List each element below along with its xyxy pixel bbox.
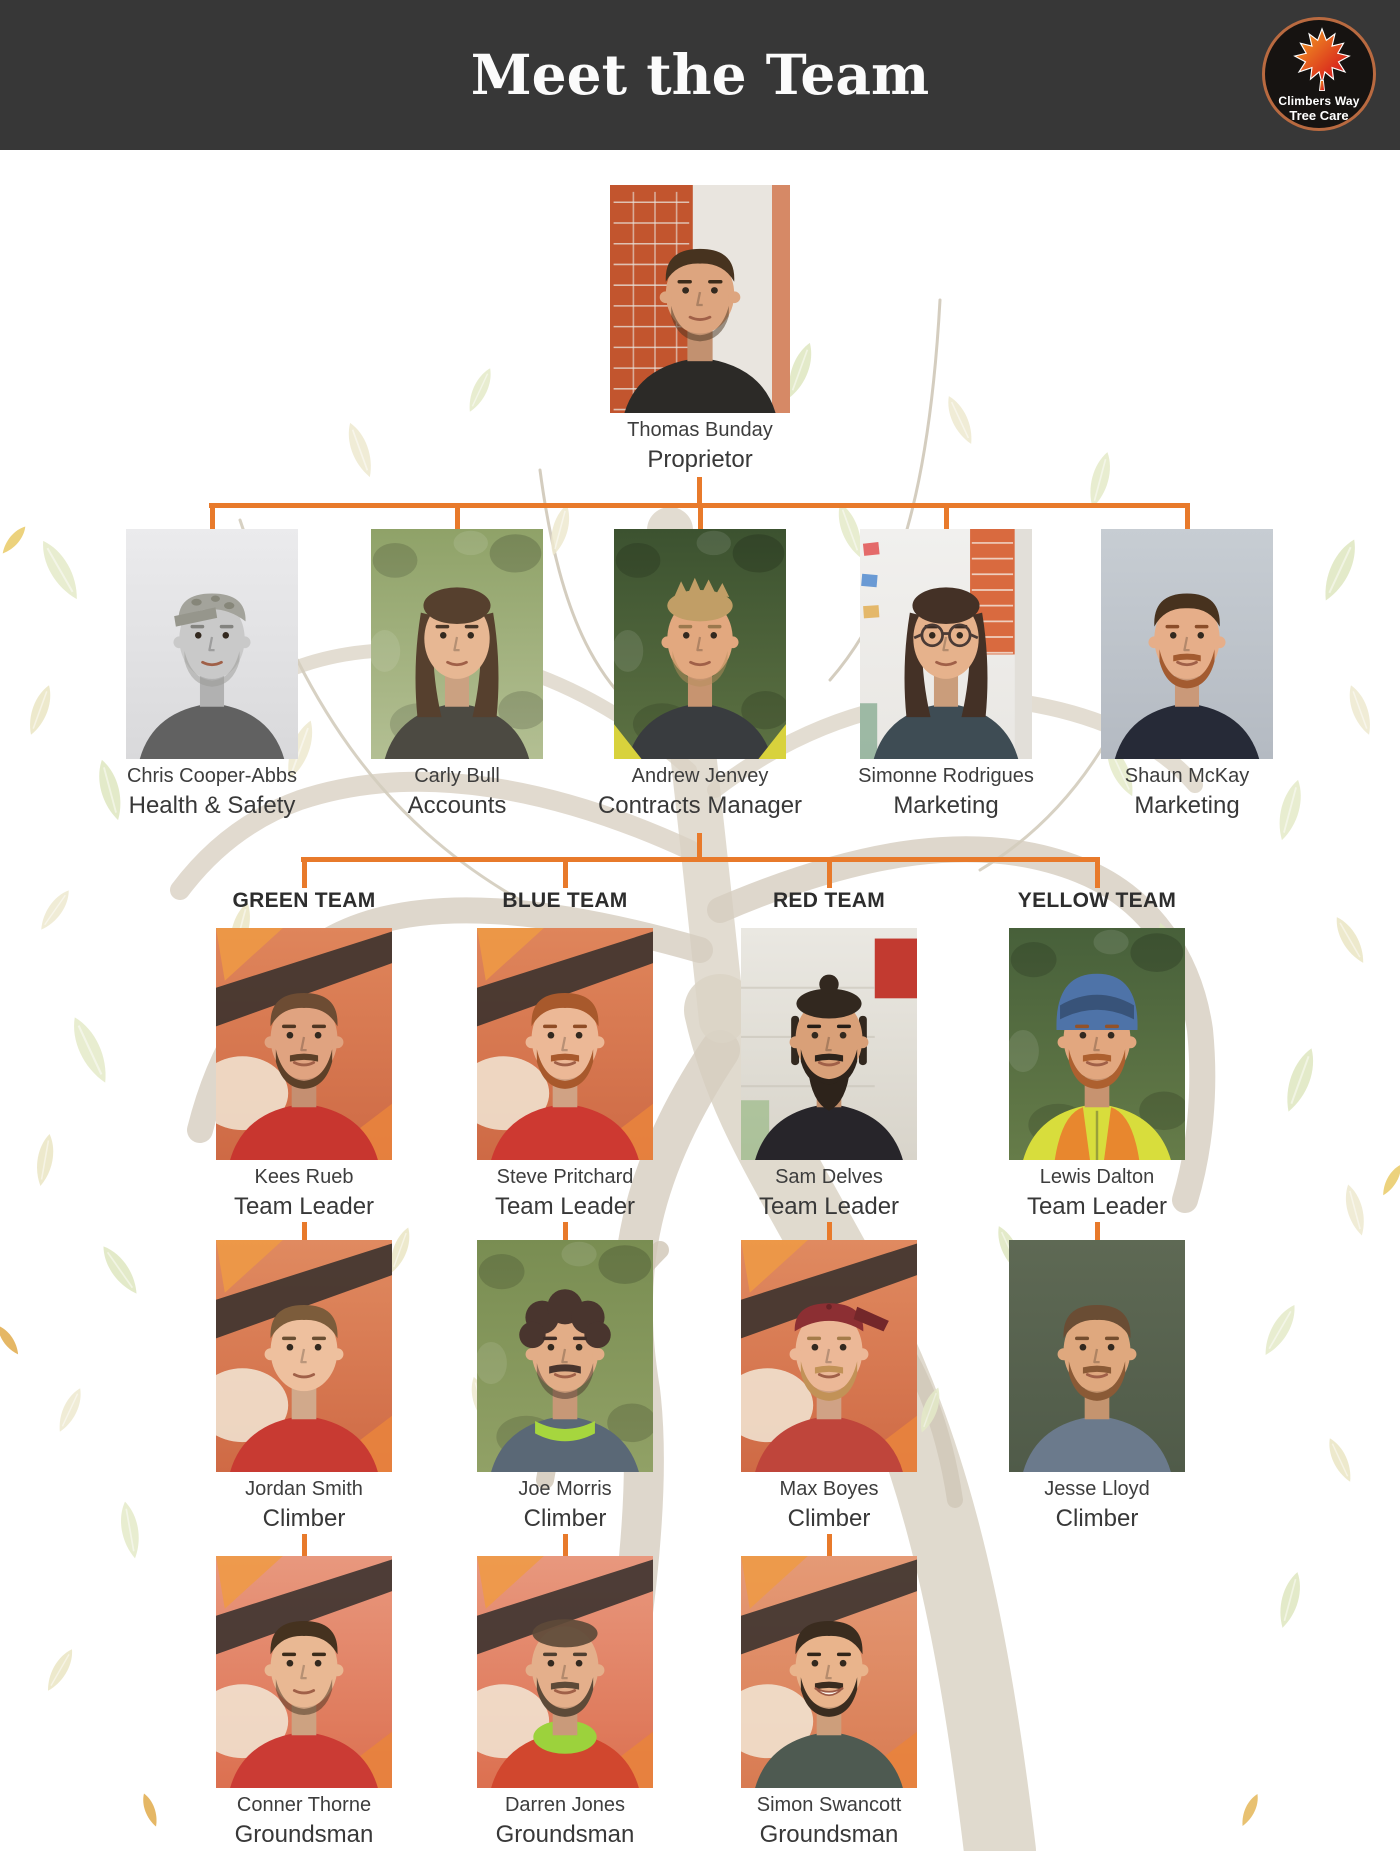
person-name: Jesse Lloyd — [1044, 1478, 1150, 1500]
team-header: RED TEAM — [772, 889, 886, 912]
person-role: Team Leader — [758, 1193, 900, 1220]
person-name: Max Boyes — [779, 1478, 879, 1500]
person-name: Sam Delves — [775, 1166, 883, 1188]
person-role: Team Leader — [233, 1193, 375, 1220]
person-name: Andrew Jenvey — [631, 765, 769, 787]
person-name: Steve Pritchard — [496, 1166, 634, 1188]
person-name: Kees Rueb — [254, 1166, 354, 1188]
person-photo — [741, 928, 917, 1160]
person-photo — [477, 1240, 653, 1472]
page-title: Meet the Team — [470, 42, 930, 107]
connector-line — [209, 503, 215, 532]
person-role: Contracts Manager — [597, 792, 803, 819]
connector-line — [301, 1222, 307, 1242]
connector-line — [301, 857, 307, 888]
connector-line — [1094, 857, 1100, 888]
team-header: YELLOW TEAM — [1017, 889, 1177, 912]
person-role: Proprietor — [647, 446, 753, 473]
person-role: Marketing — [893, 792, 999, 819]
person-photo — [216, 1240, 392, 1472]
team-header: BLUE TEAM — [502, 889, 628, 912]
person-name: Darren Jones — [504, 1794, 626, 1816]
connector-line — [1184, 503, 1190, 532]
connector-line — [826, 1222, 832, 1242]
header-bar: Meet the Team Climbers Way Tree Care — [0, 0, 1400, 150]
person-role: Groundsman — [234, 1821, 374, 1848]
person-name: Joe Morris — [518, 1478, 612, 1500]
connector-line — [562, 1222, 568, 1242]
person-photo — [610, 185, 790, 413]
person-photo — [126, 529, 298, 759]
connector-line — [562, 1534, 568, 1558]
person-photo — [477, 1556, 653, 1788]
person-photo — [1009, 1240, 1185, 1472]
person-name: Simon Swancott — [756, 1794, 902, 1816]
connector-line — [826, 1534, 832, 1558]
person-name: Thomas Bunday — [627, 419, 773, 441]
person-role: Team Leader — [1026, 1193, 1168, 1220]
person-photo — [741, 1240, 917, 1472]
person-photo — [614, 529, 786, 759]
person-role: Climber — [787, 1505, 871, 1532]
person-photo — [477, 928, 653, 1160]
person-photo — [216, 928, 392, 1160]
connector-line — [697, 503, 703, 532]
connector-line — [697, 477, 702, 508]
connector-line — [562, 857, 568, 888]
person-name: Shaun McKay — [1124, 765, 1250, 787]
person-photo — [860, 529, 1032, 759]
person-photo — [1009, 928, 1185, 1160]
person-name: Carly Bull — [414, 765, 500, 787]
maple-leaf-icon — [1293, 27, 1351, 91]
person-role: Team Leader — [494, 1193, 636, 1220]
person-name: Simonne Rodrigues — [858, 765, 1034, 787]
connector-line — [826, 857, 832, 888]
person-role: Health & Safety — [128, 792, 296, 819]
person-name: Jordan Smith — [245, 1478, 363, 1500]
person-role: Groundsman — [495, 1821, 635, 1848]
person-photo — [1101, 529, 1273, 759]
connector-line — [1094, 1222, 1100, 1242]
connector-line — [697, 833, 702, 859]
person-role: Accounts — [407, 792, 507, 819]
connector-line — [454, 503, 460, 532]
team-header: GREEN TEAM — [232, 889, 376, 912]
person-role: Climber — [262, 1505, 346, 1532]
person-name: Chris Cooper-Abbs — [126, 765, 298, 787]
connector-line — [943, 503, 949, 532]
person-role: Groundsman — [759, 1821, 899, 1848]
person-photo — [216, 1556, 392, 1788]
person-photo — [371, 529, 543, 759]
logo-text-line1: Climbers Way — [1278, 94, 1360, 108]
person-role: Climber — [1055, 1505, 1139, 1532]
company-logo: Climbers Way Tree Care — [1262, 17, 1376, 131]
person-name: Lewis Dalton — [1039, 1166, 1155, 1188]
connector-line — [301, 857, 1100, 862]
person-name: Conner Thorne — [236, 1794, 372, 1816]
person-role: Climber — [523, 1505, 607, 1532]
logo-text-line2: Tree Care — [1289, 108, 1349, 123]
person-photo — [741, 1556, 917, 1788]
connector-line — [301, 1534, 307, 1558]
person-role: Marketing — [1134, 792, 1240, 819]
